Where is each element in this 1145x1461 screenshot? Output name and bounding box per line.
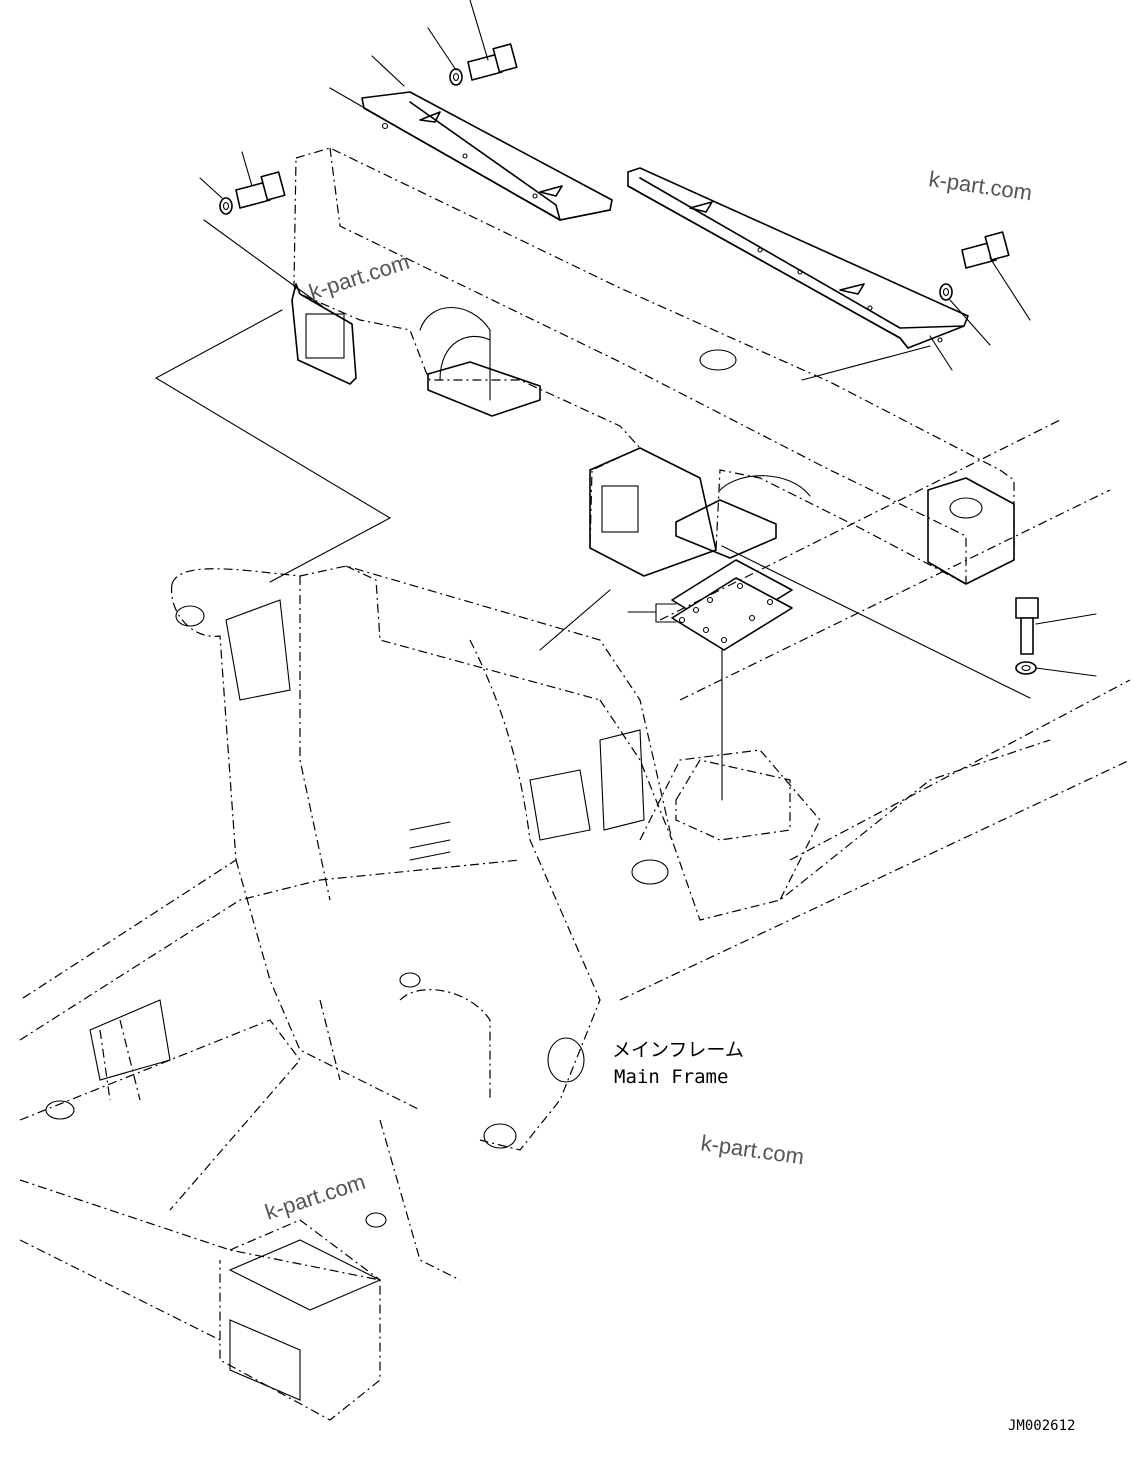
watermark: k-part.com [306, 249, 413, 305]
watermark: k-part.com [262, 1169, 369, 1225]
leader-lines [199, 0, 1097, 677]
right-cover-plate [627, 167, 969, 349]
caption-english: Main Frame [614, 1066, 728, 1088]
drawing-code: JM002612 [1008, 1418, 1075, 1434]
watermark: k-part.com [699, 1130, 805, 1169]
main-frame [19, 419, 1131, 1421]
left-cover-plate [361, 91, 613, 221]
top-bolt [467, 43, 518, 81]
vertical-washer [1015, 661, 1037, 675]
right-bolt [961, 231, 1010, 269]
right-washer [939, 283, 953, 301]
watermark: k-part.com [927, 166, 1033, 205]
assembly-lines [154, 219, 1031, 801]
gaskets [671, 559, 793, 651]
caption-japanese: メインフレーム [612, 1039, 744, 1061]
vertical-bolt [1015, 597, 1039, 655]
top-washer [449, 68, 463, 86]
left-washer [219, 197, 233, 215]
cross-member [291, 147, 1015, 585]
left-bolt [235, 171, 286, 209]
